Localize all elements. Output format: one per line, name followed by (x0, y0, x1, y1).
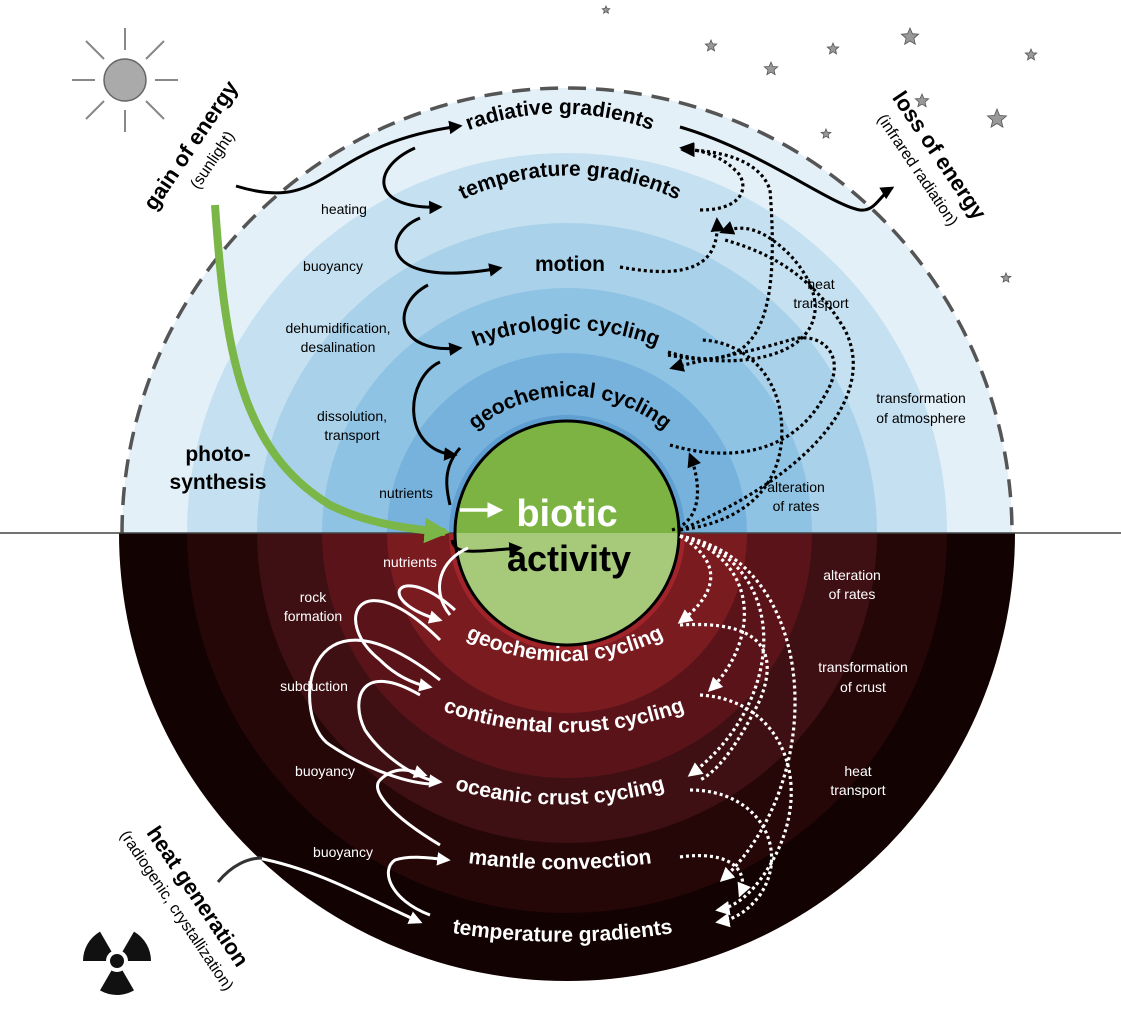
atm-ring-label: motion (535, 253, 605, 276)
buoyancy-label: buoyancy (295, 763, 355, 779)
heating-label: heating (321, 201, 367, 217)
star-icon (601, 5, 1038, 283)
atmosphere-feedback-arrows (619, 142, 855, 532)
atm-left-labels: heating buoyancy dehumidification, desal… (285, 201, 432, 501)
buoyancy-label: buoyancy (313, 844, 373, 860)
atmosphere-boundary (120, 86, 1014, 534)
biotic-circle-bottom (453, 533, 681, 647)
star-icon (826, 41, 840, 55)
atmosphere-forward-arrows (235, 120, 895, 556)
star-icon (1024, 47, 1038, 61)
nutrients-label: nutrients (383, 554, 437, 570)
transport-label: transport (324, 427, 379, 443)
earth-forward-arrows (257, 502, 504, 924)
alteration-label: alteration (823, 567, 881, 583)
activity-label: activity (507, 538, 631, 579)
nutrients-label: nutrients (379, 485, 433, 501)
heat-transport-label: heat (844, 763, 871, 779)
star-icon (900, 26, 920, 46)
transformation-label: transformation (818, 659, 907, 675)
loss-of-energy-group: loss of energy (infrared radiation) (874, 86, 992, 229)
star-icon (820, 127, 832, 139)
transformation-label: transformation (876, 390, 965, 406)
rock-formation-label: rock (300, 589, 327, 605)
earth-right-labels: alteration of rates transformation of cr… (818, 567, 907, 798)
subduction-label: subduction (280, 678, 348, 694)
alteration-label: of rates (773, 498, 820, 514)
earth-left-labels: nutrients rock formation subduction buoy… (280, 554, 437, 860)
alteration-label: of rates (829, 586, 876, 602)
heat-transport-label: transport (830, 782, 885, 798)
atm-right-labels: heat transport transformation of atmosph… (767, 276, 966, 514)
star-icon (914, 92, 930, 108)
star-icon (1000, 271, 1012, 283)
buoyancy-label: buoyancy (303, 258, 363, 274)
star-icon (763, 60, 779, 76)
heat-generation-connector (216, 856, 263, 883)
transformation-label: of atmosphere (876, 410, 966, 426)
photosynthesis-label: photo- (185, 443, 250, 466)
earth-feedback-arrows (677, 534, 797, 928)
transformation-label: of crust (840, 679, 886, 695)
dissolution-label: dissolution, (317, 408, 387, 424)
dehumidification-label: dehumidification, (285, 320, 390, 336)
desalination-label: desalination (301, 339, 376, 355)
heat-transport-label: transport (793, 295, 848, 311)
star-icon (704, 38, 718, 52)
biotic-circle-top (453, 419, 681, 533)
sun-icon (72, 28, 178, 132)
star-icon (601, 5, 611, 15)
radiation-icon (83, 931, 151, 995)
biotic-label: biotic (516, 493, 617, 535)
alteration-label: alteration (767, 479, 825, 495)
photosynthesis-arrow (211, 204, 451, 544)
heat-transport-label: heat (807, 276, 834, 292)
gain-of-energy-group: gain of energy (sunlight) (138, 75, 243, 214)
star-icon (986, 107, 1008, 128)
photosynthesis-label: synthesis (170, 471, 267, 494)
rock-formation-label: formation (284, 608, 342, 624)
